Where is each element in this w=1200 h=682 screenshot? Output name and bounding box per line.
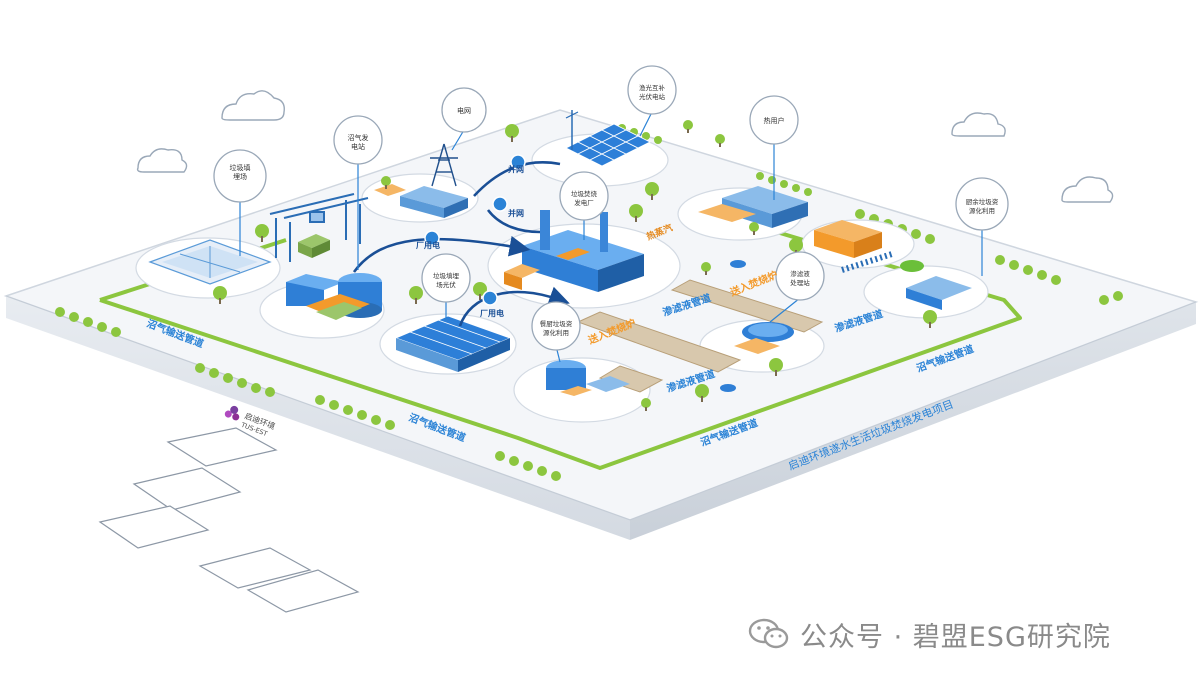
callout-label-kitchen-waste: 餐厨垃圾资源化利用: [540, 319, 573, 337]
callout-landfill-solar: 垃圾填埋场光伏: [421, 253, 471, 320]
biogas-plant: [286, 273, 382, 320]
callout-label-solar: 渔光互补光伏电站: [639, 83, 666, 101]
callout-incineration: 垃圾焚烧发电厂: [559, 171, 609, 240]
landfill-solar-roof: [394, 315, 512, 372]
callout-heat-user: 热用户: [749, 95, 799, 200]
heat-user-buildings: [698, 186, 808, 228]
callout-label-grid: 电网: [457, 106, 471, 115]
callout-kitchen-waste: 餐厨垃圾资源化利用: [531, 301, 581, 363]
logo-mark-icon: [224, 405, 240, 421]
solar-farm-top: [565, 110, 651, 167]
kitchen-waste-buildings: [814, 220, 893, 273]
callout-landfill: 垃圾填埋场: [213, 149, 267, 256]
cloud-icon: [221, 90, 285, 121]
cloud-icon: [136, 148, 188, 173]
callout-label-leachate: 渗滤液处理站: [790, 269, 810, 287]
incineration-plant: [504, 210, 644, 292]
power-grid-tower: [430, 143, 458, 187]
wechat-icon: [748, 618, 789, 649]
hedge-rows: [55, 124, 1123, 481]
flow-label-grid-1: 并网: [508, 164, 524, 174]
callout-label-landfill-solar: 垃圾填埋场光伏: [433, 271, 460, 289]
callout-solar-station: 渔光互补光伏电站: [627, 65, 677, 137]
waste-resource-plant: [546, 360, 630, 396]
leachate-tank: [720, 260, 794, 392]
flow-label-self-use-2: 厂用电: [480, 308, 504, 318]
power-node-icon: [424, 154, 526, 306]
callout-bulky-waste: 厨余垃圾资源化利用: [955, 177, 1009, 276]
watermark: 公众号 · 碧盟ESG研究院: [748, 612, 1111, 656]
callout-biogas-plant: 沼气发电站: [333, 115, 383, 270]
watermark-text: 公众号 · 碧盟ESG研究院: [800, 621, 1111, 653]
conveyor-roads: [576, 279, 824, 393]
warehouse: [374, 184, 468, 218]
gantry-crane: [269, 193, 369, 262]
callout-grid: 电网: [441, 87, 487, 151]
truck-icon: [900, 260, 972, 310]
container-stack: [298, 234, 330, 258]
flow-label-grid-2: 并网: [508, 208, 524, 218]
callout-label-biogas: 沼气发电站: [348, 133, 369, 151]
callout-label-incineration: 垃圾焚烧发电厂: [571, 189, 598, 207]
callout-leachate: 渗滤液处理站: [769, 251, 825, 323]
callout-label-heat-user: 热用户: [764, 116, 785, 125]
flow-label-self-use-1: 厂用电: [416, 240, 440, 250]
callout-label-landfill: 垃圾填埋场: [230, 163, 251, 181]
cloud-icon: [951, 112, 1006, 137]
cloud-icon: [1061, 176, 1114, 203]
decorative-slabs: [98, 427, 360, 613]
callout-label-bulky-waste: 厨余垃圾资源化利用: [966, 197, 999, 215]
